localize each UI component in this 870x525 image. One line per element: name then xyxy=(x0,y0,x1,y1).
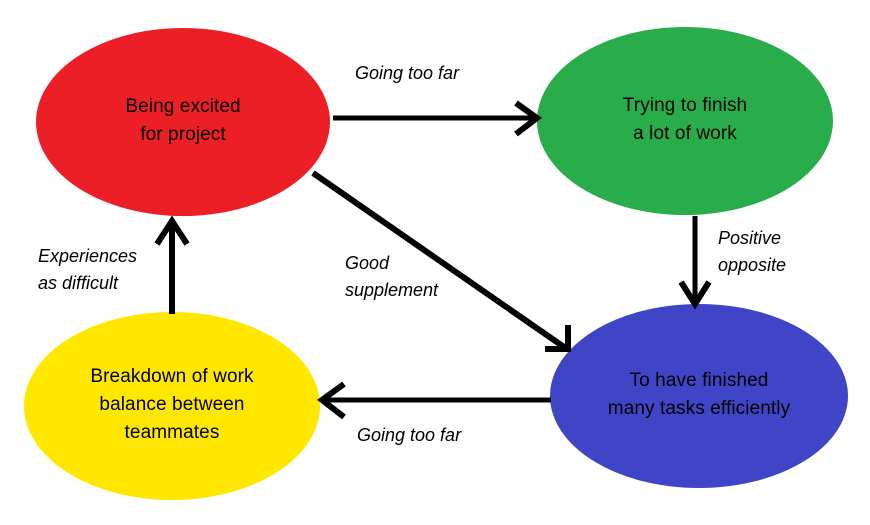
node-finished-tasks[interactable] xyxy=(550,304,848,488)
edge-finish-work-to-finished-tasks xyxy=(678,216,712,310)
edge-breakdown-to-excited xyxy=(154,215,190,314)
node-finish-work[interactable] xyxy=(537,27,833,215)
edge-excited-to-finish-work xyxy=(333,100,543,137)
node-breakdown[interactable] xyxy=(24,312,320,500)
edge-excited-to-finished-tasks xyxy=(311,170,571,352)
edge-finished-tasks-to-breakdown xyxy=(316,381,551,420)
node-excited[interactable] xyxy=(36,28,330,216)
